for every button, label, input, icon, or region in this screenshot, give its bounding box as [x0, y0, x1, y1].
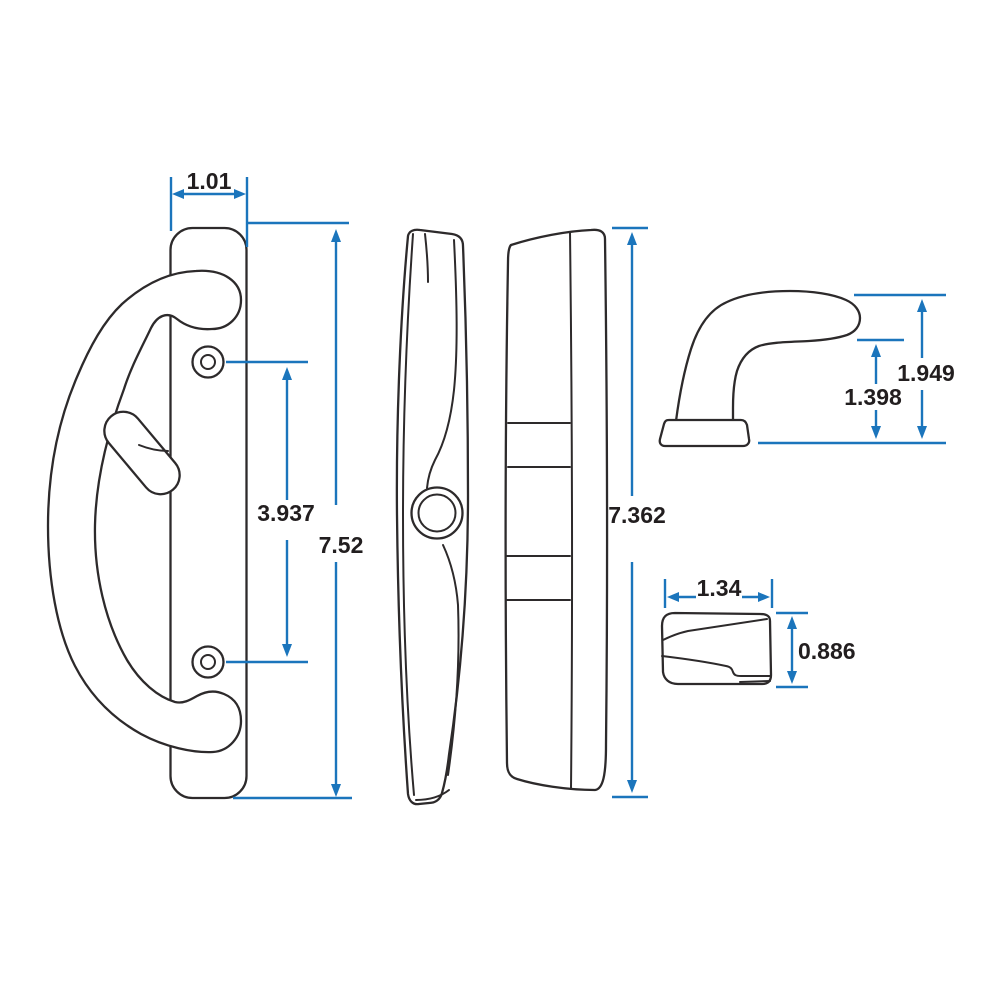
pull-handle	[46, 269, 243, 754]
arrowhead-right	[758, 592, 770, 602]
arrowhead-up	[787, 616, 797, 629]
edge-inner-line	[569, 231, 574, 790]
arrowhead-up	[331, 229, 341, 242]
keeper-view	[660, 611, 773, 686]
dim-label: 7.362	[608, 502, 666, 528]
dim-escutcheon-height: 7.362	[608, 226, 666, 799]
arrowhead-up	[627, 232, 637, 245]
arrowhead-right	[234, 189, 246, 199]
arrowhead-down	[787, 671, 797, 684]
dim-lever-clearance: 1.398	[758, 338, 946, 445]
dim-plate-width: 1.01	[169, 168, 349, 247]
lever-base	[658, 418, 751, 448]
keeper-bottom-line	[739, 680, 771, 683]
thumb-turn	[103, 410, 181, 496]
arrowhead-down	[917, 426, 927, 439]
keeper-step-line	[661, 655, 772, 677]
edge-outline	[504, 228, 609, 792]
screw-hole-bottom	[191, 645, 225, 679]
arrowhead-up	[282, 367, 292, 380]
dim-label: 1.949	[897, 360, 955, 386]
arrowhead-down	[627, 780, 637, 793]
profile-bottom-facet	[415, 789, 450, 801]
plate-edge-view	[504, 228, 609, 792]
arrowhead-down	[282, 644, 292, 657]
arrowhead-up	[871, 344, 881, 357]
handle-front-view	[46, 226, 248, 800]
lever-side-view	[658, 289, 862, 448]
screw-hole-top-inner	[200, 354, 216, 370]
lever-arm	[674, 289, 862, 423]
dim-label: 1.398	[844, 384, 902, 410]
keeper-diagonal-line	[662, 618, 768, 641]
thumb-turn-tip-line	[138, 444, 169, 452]
arrowhead-down	[871, 426, 881, 439]
backplate	[169, 226, 248, 800]
profile-lower-s-line	[442, 544, 460, 776]
dim-keeper-width: 1.34	[663, 575, 774, 608]
screw-hole-top	[191, 345, 225, 379]
escutcheon-profile-view	[395, 228, 470, 806]
screw-hole-bottom-inner	[200, 654, 216, 670]
dim-plate-height: 7.52	[233, 229, 364, 800]
dim-label: 1.01	[187, 168, 232, 194]
dim-lever-height: 1.949	[854, 293, 955, 439]
profile-upper-s-line	[426, 239, 458, 489]
arrowhead-left	[172, 189, 184, 199]
dim-keeper-height: 0.886	[776, 611, 856, 689]
spindle-hub-inner	[417, 493, 457, 533]
dim-hole-spacing: 3.937	[226, 360, 315, 664]
arrowhead-up	[917, 299, 927, 312]
dim-label: 1.34	[697, 575, 742, 601]
profile-left-facet-line	[402, 233, 415, 796]
arrowhead-left	[667, 592, 679, 602]
dim-label: 3.937	[257, 500, 315, 526]
dim-label: 0.886	[798, 638, 856, 664]
dim-label: 7.52	[319, 532, 364, 558]
profile-top-facet	[424, 233, 429, 283]
arrowhead-down	[331, 784, 341, 797]
keeper-outline	[660, 611, 773, 686]
